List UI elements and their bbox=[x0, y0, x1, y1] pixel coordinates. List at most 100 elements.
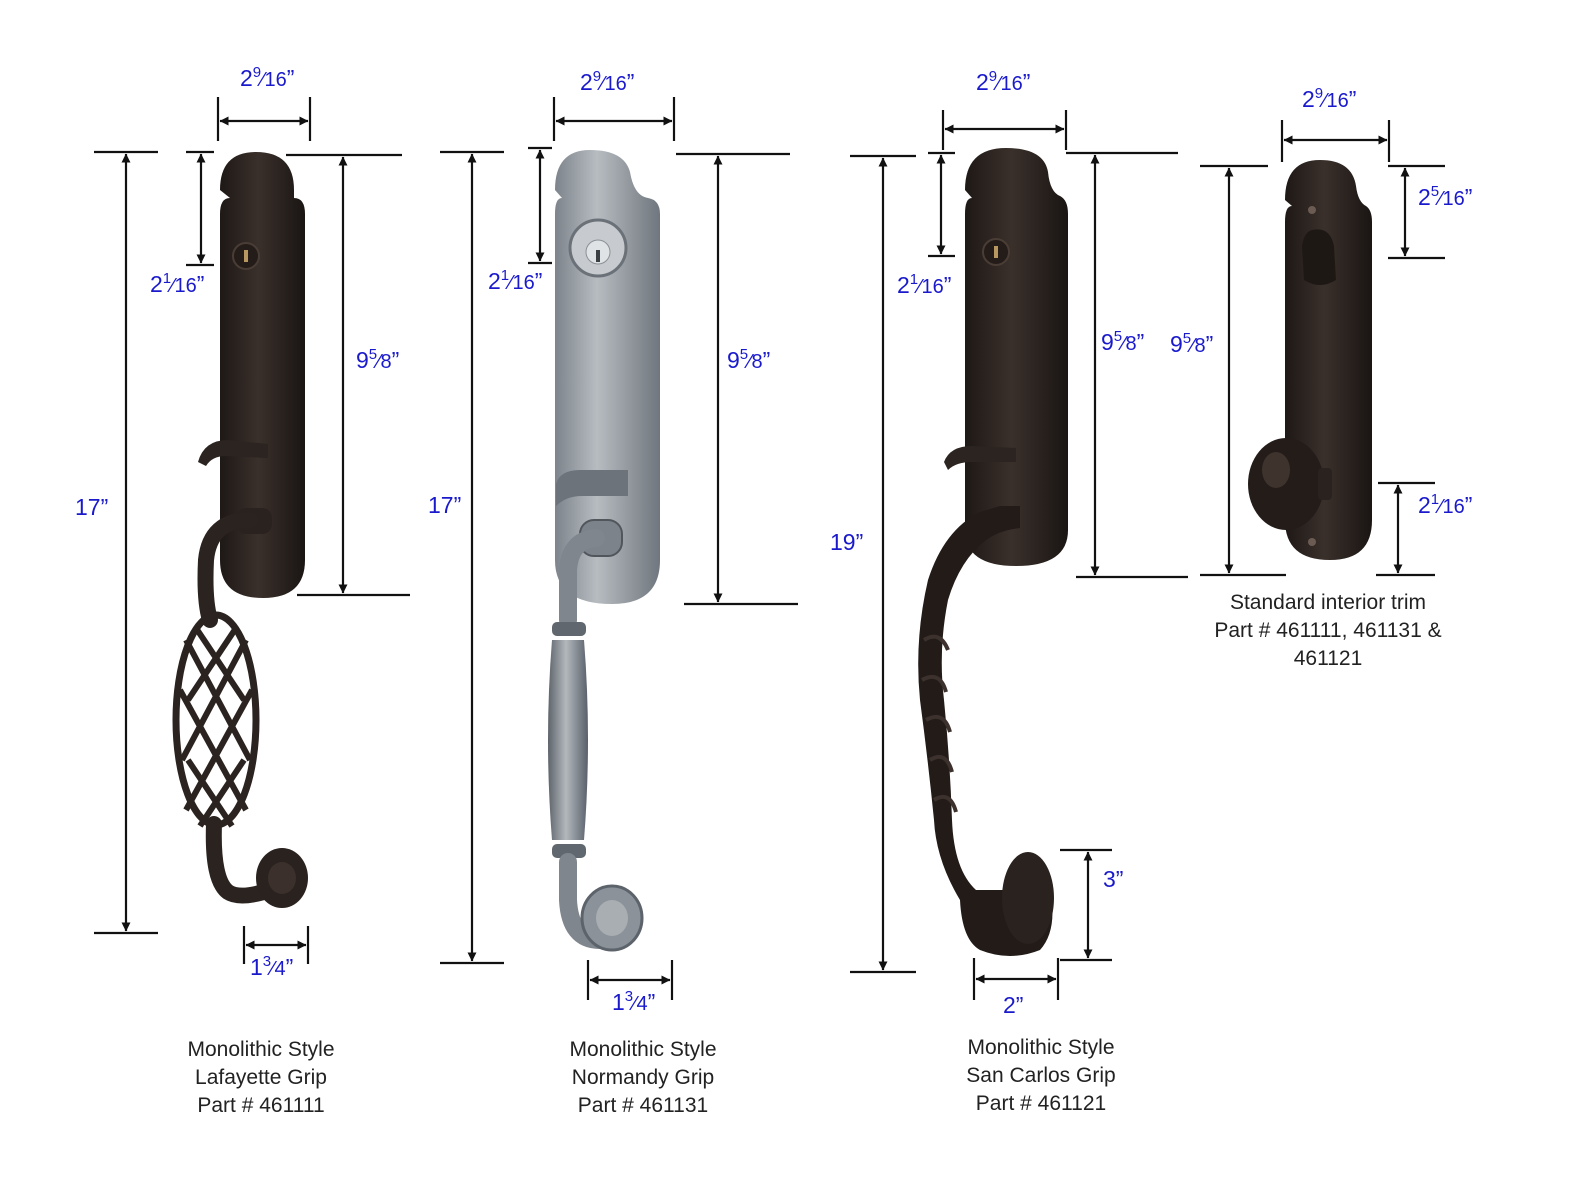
interior-thumbturn-offset-label: 25⁄16” bbox=[1418, 183, 1472, 210]
interior-width-label-unit: ” bbox=[1349, 86, 1357, 112]
interior-trim-knob-neck bbox=[1318, 468, 1332, 500]
san-carlos-plate-height-label-unit: ” bbox=[1137, 329, 1145, 355]
normandy-handleset bbox=[548, 150, 660, 952]
normandy-grip-base-label: 13⁄4” bbox=[612, 988, 655, 1015]
lafayette-width-label-numerator: 9 bbox=[253, 64, 261, 81]
normandy-plate-height-label-denominator: ⁄8 bbox=[743, 351, 762, 373]
normandy-caption-part: Part # 461131 bbox=[577, 1094, 709, 1117]
lafayette-basket-weave bbox=[177, 626, 255, 828]
normandy-plate-height-label: 95⁄8” bbox=[727, 346, 770, 373]
lafayette-cylinder-offset-label-unit: ” bbox=[197, 271, 205, 297]
normandy-keyhole bbox=[596, 250, 600, 262]
interior-trim bbox=[1248, 160, 1372, 560]
san-carlos-width-label-numerator: 9 bbox=[989, 68, 997, 85]
lafayette-plate-height-label: 95⁄8” bbox=[356, 346, 399, 373]
lafayette-grip-base-label-whole: 1 bbox=[250, 954, 263, 980]
interior-trim-thumbturn bbox=[1302, 229, 1336, 285]
san-carlos-cylinder-offset-label-whole: 2 bbox=[897, 272, 910, 298]
lafayette-handleset bbox=[172, 152, 308, 908]
normandy-grip-bar bbox=[548, 640, 588, 840]
lafayette-thumb-lever bbox=[198, 440, 268, 466]
dimension-lines bbox=[94, 97, 1445, 1000]
interior-plate-height-label-unit: ” bbox=[1206, 331, 1214, 357]
normandy-grip-collar-top bbox=[552, 622, 586, 636]
interior-width-label-numerator: 9 bbox=[1315, 85, 1323, 102]
interior-plate-height-label-numerator: 5 bbox=[1183, 330, 1191, 347]
san-carlos-caption: Monolithic Style San Carlos Grip Part # … bbox=[891, 1034, 1191, 1118]
san-carlos-plate-height-label-numerator: 5 bbox=[1114, 328, 1122, 345]
san-carlos-grip-bottom-label-whole: 3 bbox=[1103, 866, 1116, 892]
lafayette-grip-lower bbox=[205, 816, 278, 904]
interior-knob-offset-label-unit: ” bbox=[1465, 492, 1473, 518]
interior-plate-height-label-whole: 9 bbox=[1170, 331, 1183, 357]
interior-knob-offset-label-denominator: ⁄16 bbox=[1434, 496, 1465, 518]
interior-plate-height-label-denominator: ⁄8 bbox=[1186, 335, 1205, 357]
normandy-grip-arm bbox=[559, 529, 605, 629]
normandy-width-label-unit: ” bbox=[627, 69, 635, 95]
san-carlos-height-label: 19” bbox=[830, 529, 863, 555]
normandy-height-label-whole: 17 bbox=[428, 492, 454, 518]
normandy-grip-collar-bottom bbox=[552, 844, 586, 858]
normandy-cylinder-offset-label-whole: 2 bbox=[488, 268, 501, 294]
san-carlos-escutcheon-plate bbox=[965, 148, 1068, 566]
lafayette-height-label: 17” bbox=[75, 494, 108, 520]
normandy-width-label-numerator: 9 bbox=[593, 68, 601, 85]
normandy-caption-grip: Normandy Grip bbox=[571, 1066, 715, 1089]
lafayette-grip-base-label-denominator: ⁄4 bbox=[266, 958, 285, 980]
lafayette-caption-style: Monolithic Style bbox=[187, 1038, 335, 1061]
interior-trim-caption-parts-cont: 461121 bbox=[1293, 647, 1363, 670]
lafayette-grip-base-label: 13⁄4” bbox=[250, 953, 293, 980]
interior-width-label-denominator: ⁄16 bbox=[1318, 90, 1349, 112]
san-carlos-plate-height-label: 95⁄8” bbox=[1101, 328, 1144, 355]
normandy-cylinder-offset-label-unit: ” bbox=[535, 268, 543, 294]
interior-trim-bottom-screw bbox=[1308, 538, 1316, 546]
san-carlos-bottom-rosette bbox=[1002, 852, 1054, 944]
interior-width-label-whole: 2 bbox=[1302, 86, 1315, 112]
san-carlos-grip-base-label-whole: 2 bbox=[1003, 992, 1016, 1018]
lafayette-plate-height-label-unit: ” bbox=[392, 347, 400, 373]
san-carlos-width-label: 29⁄16” bbox=[976, 68, 1030, 95]
normandy-thumb-lever bbox=[556, 470, 628, 506]
interior-thumbturn-offset-label-unit: ” bbox=[1465, 184, 1473, 210]
normandy-caption-style: Monolithic Style bbox=[569, 1038, 717, 1061]
interior-thumbturn-offset-label-numerator: 5 bbox=[1431, 183, 1439, 200]
normandy-width-label-denominator: ⁄16 bbox=[596, 73, 627, 95]
san-carlos-cylinder-offset-label: 21⁄16” bbox=[897, 271, 951, 298]
interior-plate-height-label: 95⁄8” bbox=[1170, 330, 1213, 357]
interior-thumbturn-offset-label-whole: 2 bbox=[1418, 184, 1431, 210]
interior-trim-caption-parts: Part # 461111, 461131 & bbox=[1214, 619, 1442, 642]
lafayette-plate-height-label-whole: 9 bbox=[356, 347, 369, 373]
interior-trim-knob-highlight bbox=[1262, 452, 1290, 488]
san-carlos-width-label-denominator: ⁄16 bbox=[992, 73, 1023, 95]
lafayette-plate-height-label-numerator: 5 bbox=[369, 346, 377, 363]
normandy-cylinder-offset-label-numerator: 1 bbox=[501, 267, 509, 284]
normandy-width-label: 29⁄16” bbox=[580, 68, 634, 95]
san-carlos-height-label-whole: 19 bbox=[830, 529, 856, 555]
lafayette-grip-base-label-numerator: 3 bbox=[263, 953, 271, 970]
interior-knob-offset-label: 21⁄16” bbox=[1418, 491, 1472, 518]
san-carlos-cylinder-offset-label-unit: ” bbox=[944, 272, 952, 298]
normandy-grip-base-label-unit: ” bbox=[648, 989, 656, 1015]
san-carlos-caption-part: Part # 461121 bbox=[975, 1092, 1107, 1115]
lafayette-width-label-unit: ” bbox=[287, 65, 295, 91]
interior-thumbturn-offset-label-denominator: ⁄16 bbox=[1434, 188, 1465, 210]
interior-knob-offset-label-whole: 2 bbox=[1418, 492, 1431, 518]
normandy-width-label-whole: 2 bbox=[580, 69, 593, 95]
san-carlos-grip-base-label: 2” bbox=[1003, 992, 1023, 1018]
lafayette-caption-grip: Lafayette Grip bbox=[195, 1066, 327, 1089]
san-carlos-grip-bottom-label: 3” bbox=[1103, 866, 1123, 892]
lafayette-grip-base-label-unit: ” bbox=[286, 954, 294, 980]
san-carlos-cylinder-offset-label-numerator: 1 bbox=[910, 271, 918, 288]
interior-trim-knob bbox=[1248, 438, 1324, 530]
san-carlos-height-label-unit: ” bbox=[856, 529, 864, 555]
normandy-rosette-center bbox=[596, 900, 628, 936]
san-carlos-handleset bbox=[918, 148, 1068, 956]
san-carlos-caption-grip: San Carlos Grip bbox=[966, 1064, 1116, 1087]
lafayette-cylinder-offset-label-whole: 2 bbox=[150, 271, 163, 297]
normandy-plate-height-label-numerator: 5 bbox=[740, 346, 748, 363]
lafayette-plate-height-label-denominator: ⁄8 bbox=[372, 351, 391, 373]
normandy-grip-base-label-whole: 1 bbox=[612, 989, 625, 1015]
san-carlos-plate-height-label-denominator: ⁄8 bbox=[1117, 333, 1136, 355]
lafayette-caption-part: Part # 461111 bbox=[197, 1094, 325, 1117]
